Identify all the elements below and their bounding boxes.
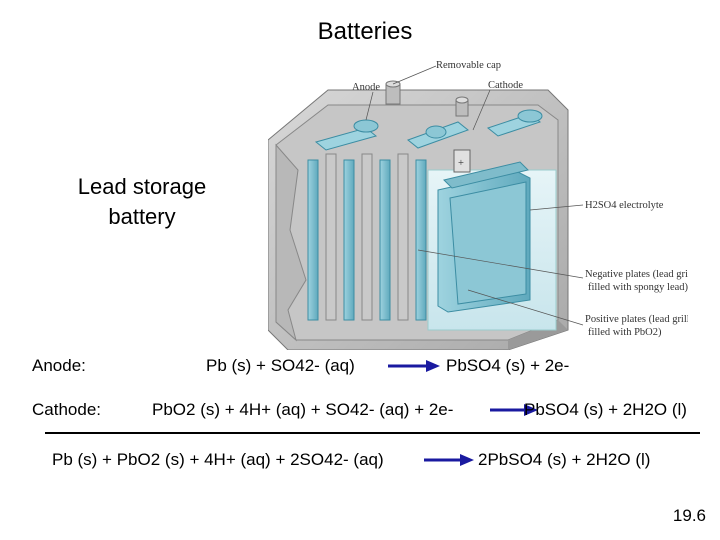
slide-number: 19.6 bbox=[672, 506, 706, 525]
anode-label: Anode: bbox=[32, 356, 86, 375]
plates bbox=[307, 153, 531, 321]
cathode-arrow bbox=[490, 404, 538, 416]
removable-caps bbox=[385, 80, 469, 117]
lead-storage-battery-illustration: + Removable cap Anode Cathode H2SO4 elec… bbox=[268, 60, 688, 350]
callout-lines bbox=[365, 65, 584, 326]
overall-reactants: Pb (s) + PbO2 (s) + 4H+ (aq) + 2SO42- (a… bbox=[52, 450, 384, 469]
overall-products: 2PbSO4 (s) + 2H2O (l) bbox=[478, 450, 651, 469]
callout-negative-plates-1: Negative plates (lead grills bbox=[585, 269, 688, 280]
callout-positive-plates-1: Positive plates (lead grills bbox=[585, 314, 688, 325]
callout-removable-cap: Removable cap bbox=[436, 60, 501, 71]
anode-products: PbSO4 (s) + 2e- bbox=[446, 356, 570, 375]
callout-cathode: Cathode bbox=[488, 80, 523, 91]
callout-positive-plates-2: filled with PbO2) bbox=[588, 327, 662, 338]
battery-label: Lead storage battery bbox=[62, 172, 222, 232]
terminal-connectors bbox=[314, 109, 543, 151]
plus-terminal bbox=[453, 149, 471, 173]
cathode-products: PbSO4 (s) + 2H2O (l) bbox=[524, 400, 687, 419]
plus-symbol: + bbox=[458, 158, 464, 169]
battery-label-line2: battery bbox=[108, 204, 176, 229]
summation-rule bbox=[45, 432, 700, 434]
cathode-label: Cathode: bbox=[32, 400, 101, 419]
callout-negative-plates-2: filled with spongy lead) bbox=[588, 282, 688, 293]
slide-title: Batteries bbox=[317, 18, 413, 45]
overall-arrow bbox=[424, 454, 474, 466]
callout-electrolyte: H2SO4 electrolyte bbox=[585, 200, 664, 211]
cathode-reactants: PbO2 (s) + 4H+ (aq) + SO42- (aq) + 2e- bbox=[152, 400, 454, 419]
callout-anode: Anode bbox=[352, 82, 380, 93]
battery-label-line1: Lead storage bbox=[77, 174, 207, 199]
anode-arrow bbox=[388, 360, 440, 372]
anode-reactants: Pb (s) + SO42- (aq) bbox=[206, 356, 355, 375]
